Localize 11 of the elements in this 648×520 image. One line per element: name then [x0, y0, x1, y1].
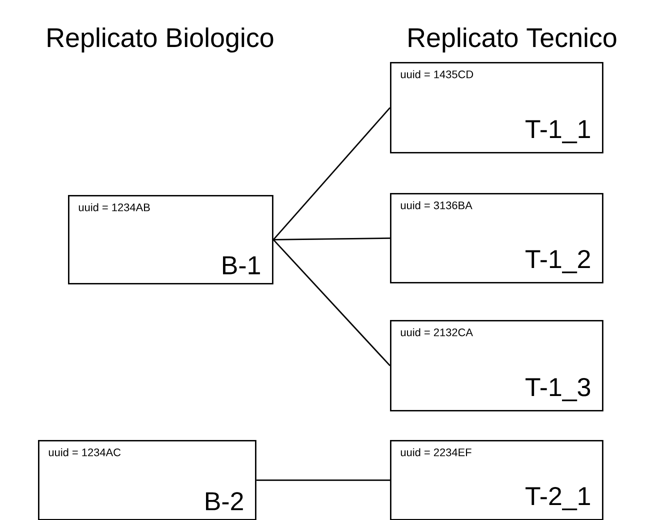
uuid-box: uuid = 1435CD T-1_1 — [390, 62, 604, 154]
uuid-box: uuid = 1234AB B-1 — [68, 195, 274, 284]
uuid-box: uuid = 2132CA T-1_3 — [390, 320, 604, 412]
connector-line — [272, 107, 391, 240]
uuid-box: uuid = 3136BA T-1_2 — [390, 193, 604, 284]
column-heading: Replicato Biologico — [48, 27, 274, 53]
uuid-box: uuid = 1234AC B-2 — [38, 440, 256, 520]
uuid-box: uuid = 2234EF T-2_1 — [390, 440, 604, 520]
connector-line — [273, 238, 390, 240]
connector-line — [256, 480, 390, 481]
connector-line — [272, 239, 391, 366]
